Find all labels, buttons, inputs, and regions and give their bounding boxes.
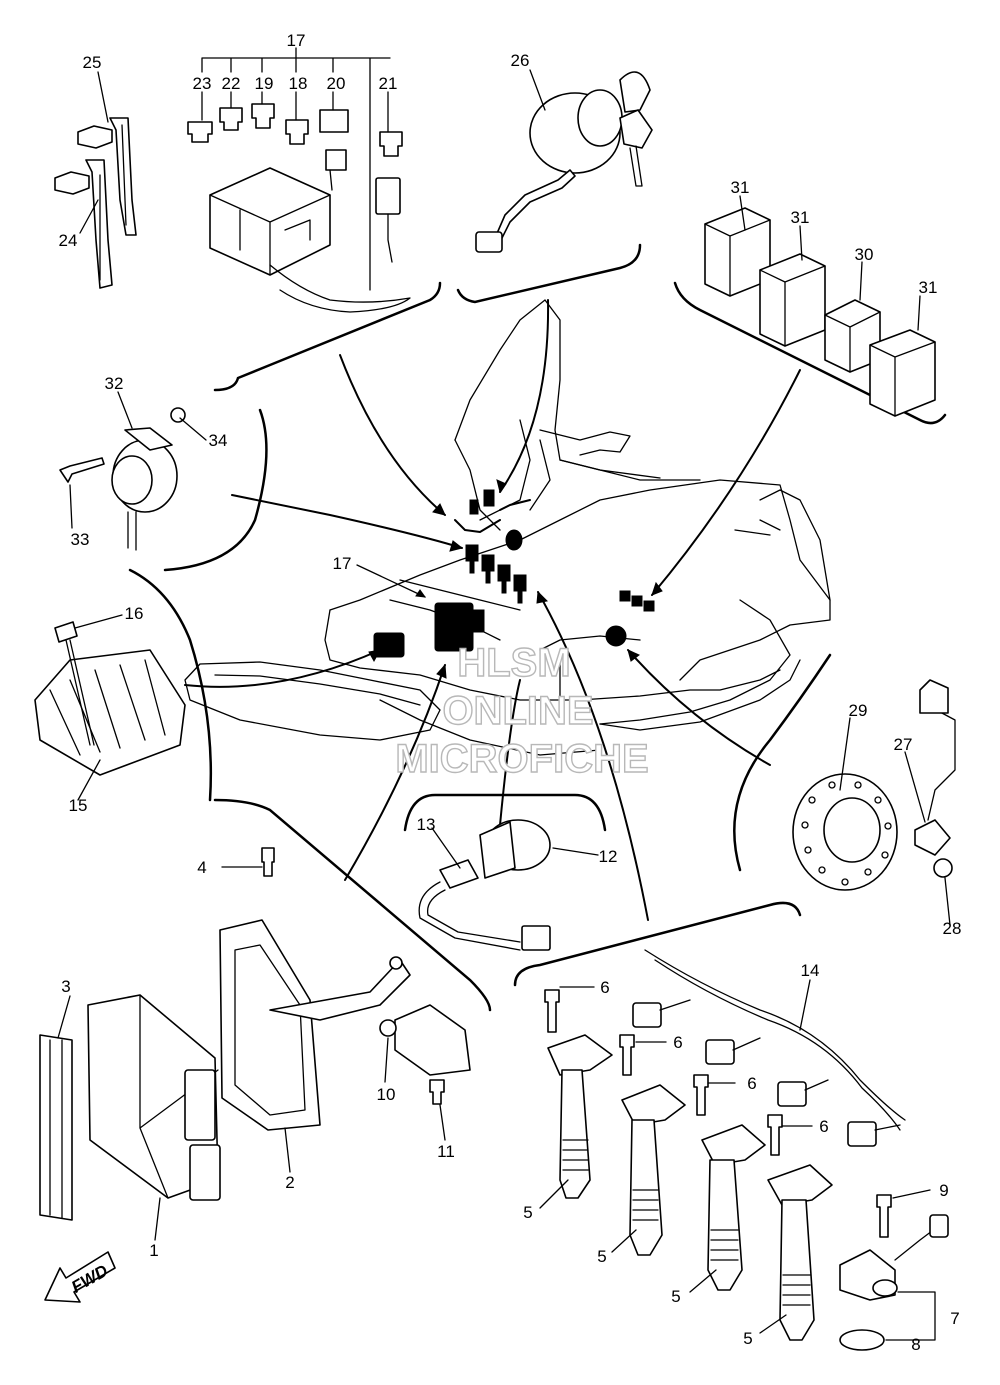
- callout-label: 15: [69, 796, 88, 815]
- callout-label: 32: [105, 374, 124, 393]
- pressure-sensor: [418, 819, 551, 951]
- callout-label: 33: [71, 530, 90, 549]
- watermark-line-3: MICROFICHE: [395, 737, 648, 781]
- callout-label: 16: [125, 604, 144, 623]
- watermark-line-2: ONLINE: [442, 689, 593, 733]
- callout-label: 23: [193, 74, 212, 93]
- callout-label: 8: [911, 1335, 920, 1354]
- callout-label: 2: [285, 1173, 294, 1192]
- cable-ties: [54, 117, 137, 289]
- callout-label: 30: [855, 245, 874, 264]
- callout-brackets: [128, 243, 947, 1012]
- callout-label: 5: [671, 1287, 680, 1306]
- callout-label: 11: [437, 1142, 455, 1161]
- callout-label: 7: [950, 1309, 959, 1328]
- callout-label: 18: [289, 74, 308, 93]
- fuse-box-group: [187, 47, 411, 313]
- buzzer: [59, 407, 186, 551]
- ecu-assembly: [39, 847, 471, 1221]
- callout-label: 27: [894, 735, 913, 754]
- callout-label: 5: [597, 1247, 606, 1266]
- callout-label: 14: [801, 961, 820, 980]
- callout-label: 6: [600, 978, 609, 997]
- callout-label: 4: [197, 858, 206, 877]
- callout-label: 13: [417, 815, 436, 834]
- watermark-line-1: HLSM: [457, 641, 570, 685]
- callout-label: 5: [523, 1203, 532, 1222]
- callout-label: 19: [255, 74, 274, 93]
- callout-label: 12: [599, 847, 618, 866]
- rectifier-regulator: [34, 621, 186, 776]
- callout-numbers: 25 24 17 23 22 19 18 20 21 26 31 31 30 3…: [59, 31, 962, 1354]
- callout-label: 6: [747, 1074, 756, 1093]
- callout-label: 24: [59, 231, 78, 250]
- callout-label: 5: [743, 1329, 752, 1348]
- relays: [704, 207, 936, 417]
- callout-leaders: [57, 69, 951, 1341]
- callout-label: 31: [791, 208, 810, 227]
- callout-label: 26: [511, 51, 530, 70]
- ignition-switch: [475, 71, 653, 253]
- callout-label: 3: [61, 977, 70, 996]
- leader-arrows: [184, 299, 801, 921]
- forward-direction-icon: FWD: [44, 1251, 116, 1303]
- callout-label: 1: [149, 1241, 158, 1260]
- callout-label: 21: [379, 74, 398, 93]
- watermark: HLSM ONLINE MICROFICHE: [395, 640, 650, 781]
- callout-label: 17: [333, 554, 352, 573]
- callout-label: 31: [919, 278, 938, 297]
- callout-label: 20: [327, 74, 346, 93]
- callout-label: 31: [731, 178, 750, 197]
- snowmobile-illustration: [184, 299, 831, 756]
- ignition-coils: [544, 949, 949, 1351]
- callout-label: 6: [819, 1117, 828, 1136]
- callout-label: 6: [673, 1033, 682, 1052]
- callout-label: 22: [222, 74, 241, 93]
- callout-label: 25: [83, 53, 102, 72]
- callout-label: 34: [209, 431, 228, 450]
- callout-label: 29: [849, 701, 868, 720]
- callout-label: 17: [287, 31, 306, 50]
- crank-sensor: [792, 679, 956, 891]
- callout-label: 28: [943, 919, 962, 938]
- callout-label: 9: [939, 1181, 948, 1200]
- callout-label: 10: [377, 1085, 396, 1104]
